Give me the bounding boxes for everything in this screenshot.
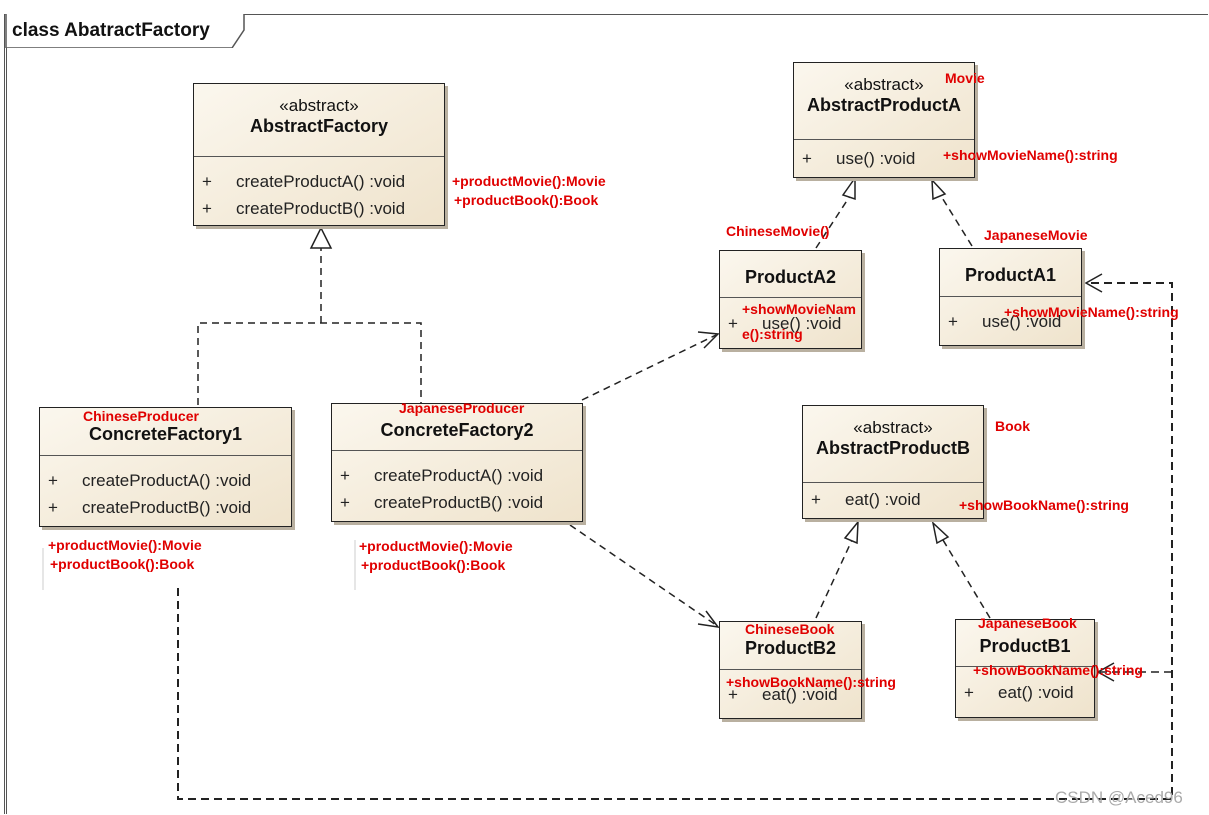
operation: +use() :void — [948, 312, 1062, 331]
operation: +eat() :void — [964, 683, 1074, 702]
note-chinese-book: ChineseBook — [745, 621, 835, 637]
note-japanese-book: JapaneseBook — [978, 615, 1077, 631]
class-product-b2[interactable]: ProductB2 +eat() :void — [719, 621, 862, 719]
inheritance-arrowhead — [841, 175, 856, 201]
note-cf1-book: +productBook():Book — [50, 556, 195, 572]
operation: +eat() :void — [728, 685, 838, 704]
note-chinese-movie: ChineseMovie() — [726, 223, 830, 239]
note-book: Book — [995, 418, 1030, 434]
note-japanese-movie: JapaneseMovie — [984, 227, 1088, 243]
frame-tab — [5, 14, 245, 48]
class-concrete-factory2[interactable]: ConcreteFactory2 +createProductA() :void… — [331, 403, 583, 522]
note-b2-show: +showBookName():string — [726, 674, 896, 690]
note-a1-show: +showMovieName():string — [1004, 304, 1179, 320]
stereotype-label: «abstract» — [853, 418, 933, 437]
inheritance-arrowhead — [309, 226, 333, 249]
operation: +use() :void — [728, 314, 842, 333]
dependency-cf1-products — [177, 282, 1173, 800]
class-name: AbstractProductA — [806, 95, 962, 115]
dependency-arrowhead — [1084, 273, 1103, 293]
class-name: ConcreteFactory2 — [380, 420, 534, 440]
realization-a1 — [940, 195, 973, 247]
dependency-cf2-b2 — [569, 524, 717, 626]
operation: +createProductA() :void — [202, 172, 406, 191]
diagram-frame — [4, 14, 1208, 814]
inheritance-arrowhead — [931, 177, 947, 201]
operation: +createProductA() :void — [340, 466, 544, 485]
realization-b1 — [942, 539, 991, 619]
frame-title: class AbatractFactory — [12, 20, 210, 41]
note-cf2-book: +productBook():Book — [361, 557, 506, 573]
note-japanese-producer: JapaneseProducer — [399, 400, 525, 416]
note-show-book-name: +showBookName():string — [959, 497, 1129, 513]
note-af-movie: +productMovie():Movie — [452, 173, 606, 189]
class-name: ProductA1 — [964, 265, 1056, 285]
class-product-a1[interactable]: ProductA1 +use() :void — [939, 248, 1082, 346]
stereotype-label: «abstract» — [844, 75, 924, 94]
note-a2-show-2: e():string — [742, 326, 803, 342]
class-product-a2[interactable]: ProductA2 +use() :void — [719, 250, 862, 349]
realization-a2 — [815, 195, 851, 249]
note-af-book: +productBook():Book — [454, 192, 599, 208]
note-cf1-movie: +productMovie():Movie — [48, 537, 202, 553]
class-name: ProductB2 — [744, 638, 836, 658]
operation: +createProductB() :void — [202, 199, 406, 218]
class-abstract-product-b[interactable]: «abstract» AbstractProductB +eat() :void — [802, 405, 984, 519]
class-name: AbstractProductB — [815, 438, 971, 458]
class-abstract-product-a[interactable]: «abstract» AbstractProductA +use() :void — [793, 62, 975, 178]
dependency-arrowhead — [1096, 662, 1115, 682]
note-cf2-movie: +productMovie():Movie — [359, 538, 513, 554]
realization-b2 — [815, 539, 853, 619]
note-show-movie-name: +showMovieName():string — [943, 147, 1118, 163]
realization-factories — [197, 248, 422, 405]
stereotype-label: «abstract» — [279, 96, 359, 115]
class-abstract-factory[interactable]: «abstract» AbstractFactory +createProduc… — [193, 83, 445, 226]
watermark: CSDN @Aced96 — [1055, 788, 1183, 807]
class-concrete-factory1[interactable]: ConcreteFactory1 +createProductA() :void… — [39, 407, 292, 527]
dependency-arrowhead — [697, 331, 720, 349]
operation: +createProductB() :void — [48, 498, 252, 517]
note-b1-show: +showBookName():string — [973, 662, 1143, 678]
class-name: AbstractFactory — [249, 116, 389, 136]
operation: +createProductA() :void — [48, 471, 252, 490]
class-name: ConcreteFactory1 — [88, 424, 243, 444]
dependency-arrowhead — [697, 610, 720, 629]
inheritance-arrowhead — [843, 519, 859, 545]
note-movie: Movie — [945, 70, 985, 86]
class-name: ProductB1 — [979, 636, 1071, 656]
note-chinese-producer: ChineseProducer — [83, 408, 199, 424]
note-a2-show-1: +showMovieNam — [742, 301, 856, 317]
inheritance-arrowhead — [931, 520, 950, 545]
class-name: ProductA2 — [744, 267, 836, 287]
operation: +eat() :void — [811, 490, 921, 509]
dependency-cf2-a2 — [581, 334, 717, 401]
operation: +use() :void — [802, 149, 916, 168]
operation: +createProductB() :void — [340, 493, 544, 512]
class-product-b1[interactable]: ProductB1 +eat() :void — [955, 619, 1095, 718]
